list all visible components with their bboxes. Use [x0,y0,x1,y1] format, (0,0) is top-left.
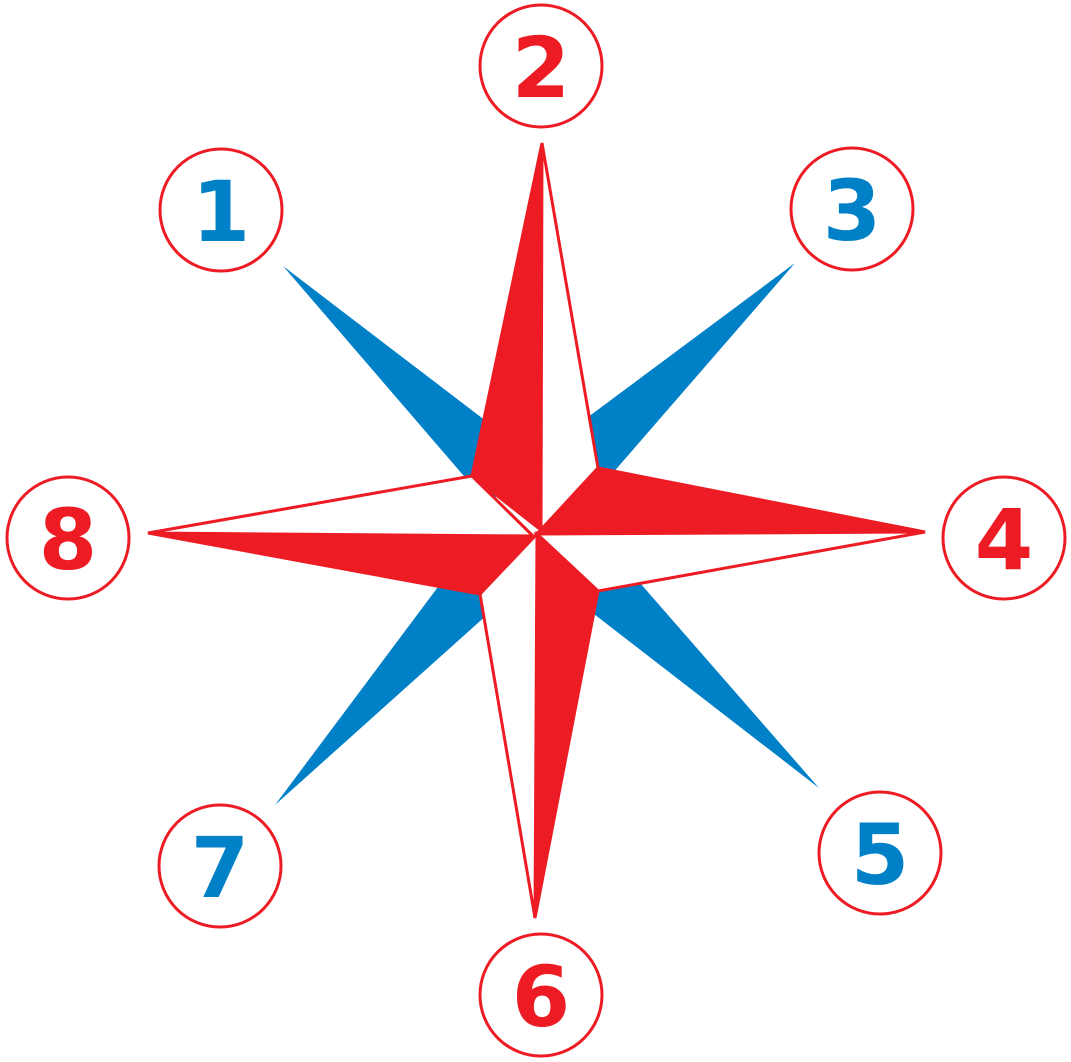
badge-number: 2 [512,19,570,117]
badge-8: 8 [7,477,129,599]
badge-6: 6 [480,934,602,1056]
badge-number: 6 [512,948,570,1046]
badge-number: 5 [851,806,909,904]
badge-3: 3 [791,148,913,270]
badge-number: 7 [191,819,249,917]
point-west-red-half [148,533,533,594]
badge-2: 2 [480,5,602,127]
point-south-red-half [535,534,598,918]
point-east-white-half [537,532,925,591]
point-north-red-half [472,143,542,530]
badge-7: 7 [159,805,281,927]
badge-number: 3 [823,162,881,260]
cardinal-points [148,143,925,918]
point-west-white-half [148,476,533,536]
badge-1: 1 [160,149,282,271]
badge-number: 1 [192,163,250,261]
badge-4: 4 [943,477,1065,599]
badge-5: 5 [819,792,941,914]
badge-number: 4 [975,491,1033,589]
point-east-red-half [537,468,925,534]
point-north-white-half [541,143,598,530]
badge-number: 8 [39,491,97,589]
point-south-white-half [480,534,537,918]
